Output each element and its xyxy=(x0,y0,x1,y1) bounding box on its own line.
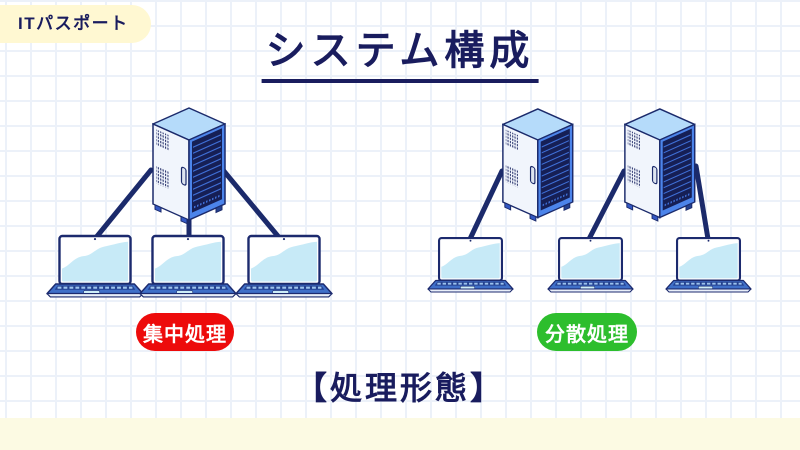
connection-line xyxy=(91,167,154,243)
page-title: システム構成 xyxy=(261,18,539,83)
distributed-diagram xyxy=(428,107,751,292)
laptop-icon xyxy=(428,238,513,292)
centralized-processing-label: 集中処理 xyxy=(136,313,234,351)
laptop-icon xyxy=(236,236,332,297)
connection-line xyxy=(586,168,627,242)
server-icon xyxy=(152,107,226,226)
site-badge: ITパスポート xyxy=(0,5,151,43)
laptop-icon xyxy=(140,236,236,297)
connection-line xyxy=(220,167,285,244)
laptop-icon xyxy=(47,236,143,297)
server-icon xyxy=(623,107,696,223)
bottom-strip xyxy=(0,418,800,450)
laptop-icon xyxy=(666,238,751,292)
connection-line xyxy=(467,168,505,242)
server-icon xyxy=(501,107,574,223)
footer-caption: 【処理形態】 xyxy=(294,370,505,406)
connection-line xyxy=(693,163,711,242)
laptop-icon xyxy=(548,238,633,292)
distributed-processing-label: 分散処理 xyxy=(537,313,637,351)
centralized-diagram xyxy=(47,107,332,297)
